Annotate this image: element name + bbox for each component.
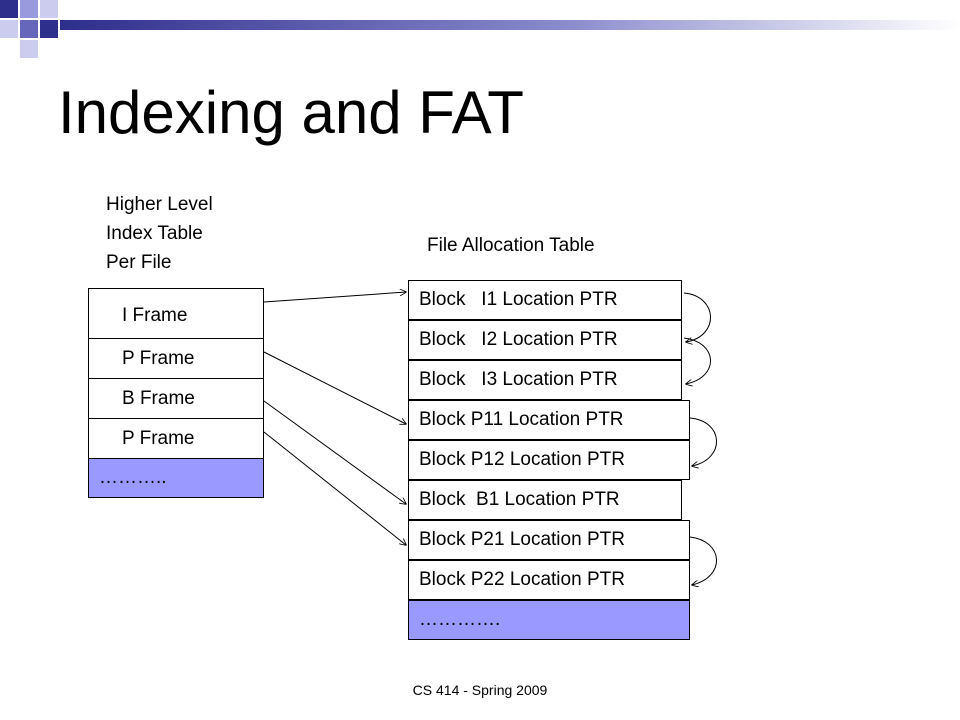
fat-row: Block P22 Location PTR <box>408 560 690 600</box>
index-row: P Frame <box>88 418 264 460</box>
fat-row: Block P12 Location PTR <box>408 440 690 480</box>
chain-arrow <box>683 292 711 342</box>
index-to-fat-arrow <box>263 292 406 303</box>
footer: CS 414 - Spring 2009 <box>412 682 548 698</box>
page-title: Indexing and FAT <box>58 79 524 146</box>
chain-arrow <box>683 337 711 384</box>
index-label-line: Index Table <box>106 223 203 244</box>
fat-row: Block I3 Location PTR <box>408 360 682 400</box>
fat-row: Block P21 Location PTR <box>408 520 690 560</box>
fat-row: Block P11 Location PTR <box>408 400 690 440</box>
index-to-fat-arrow <box>263 431 406 545</box>
fat-ellipsis-row: …………. <box>408 600 690 640</box>
index-to-fat-arrow <box>263 400 406 504</box>
index-row: P Frame <box>88 338 264 380</box>
index-to-fat-arrow <box>263 351 406 424</box>
corner-decoration <box>0 0 960 60</box>
fat-row: Block I2 Location PTR <box>408 320 682 360</box>
fat-row: Block B1 Location PTR <box>408 480 682 520</box>
fat-label: File Allocation Table <box>427 235 595 256</box>
index-label-line: Per File <box>106 252 172 273</box>
fat-row: Block I1 Location PTR <box>408 280 682 320</box>
index-label-line: Higher Level <box>106 194 213 215</box>
index-ellipsis-row: ……….. <box>88 458 264 498</box>
index-row: B Frame <box>88 378 264 420</box>
index-row: I Frame <box>88 288 264 344</box>
chain-arrow <box>689 417 717 466</box>
chain-arrow <box>689 536 717 585</box>
